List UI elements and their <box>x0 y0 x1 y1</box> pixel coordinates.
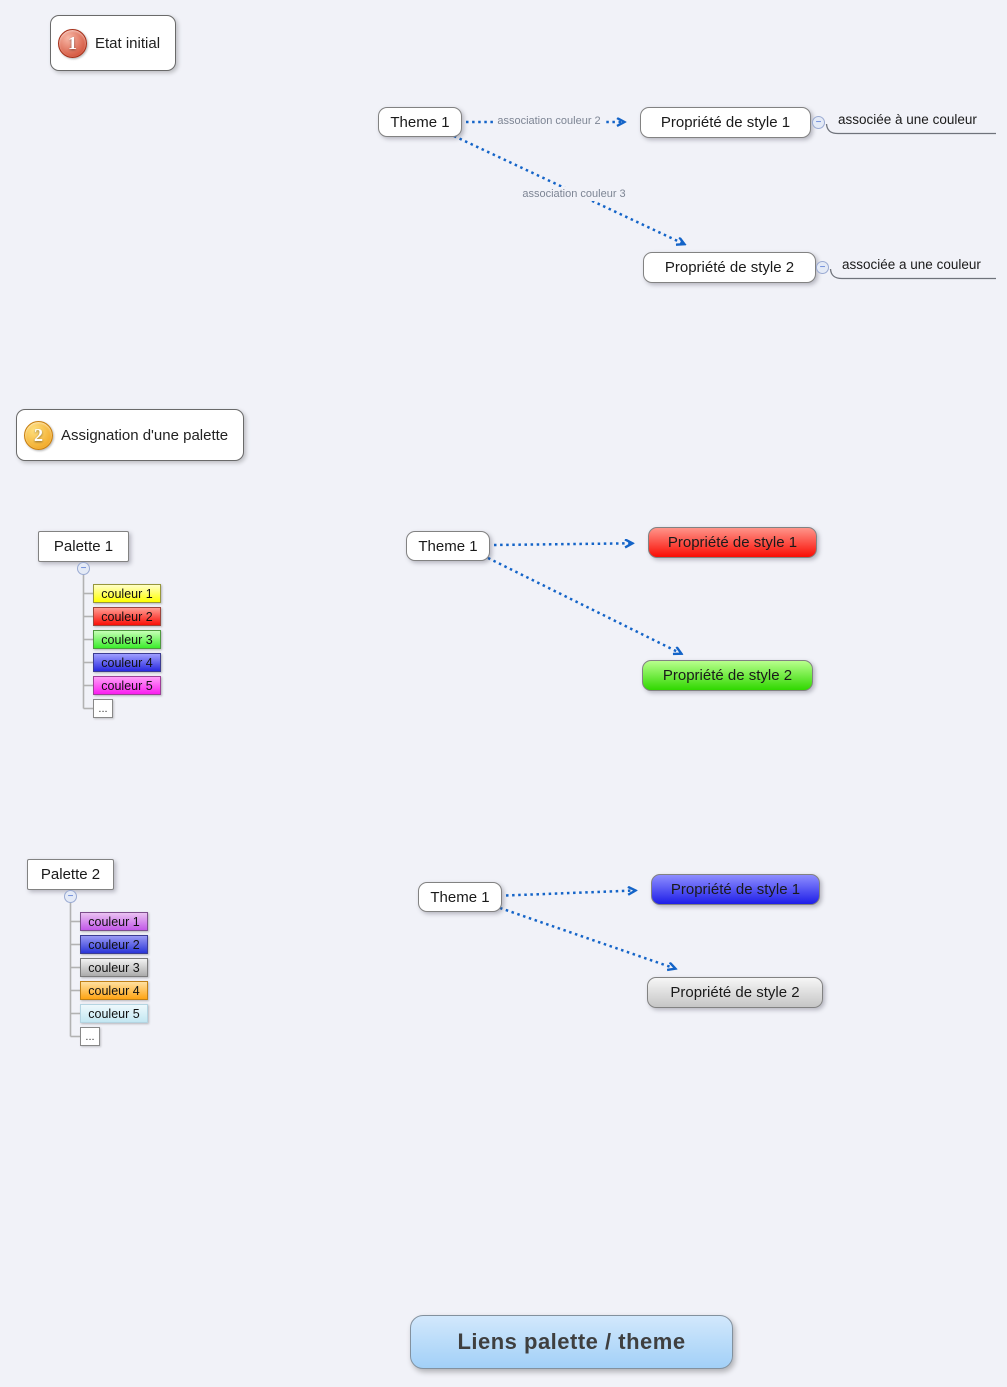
style-property-node[interactable]: Propriété de style 1 <box>651 874 820 905</box>
fold-toggle[interactable]: − <box>64 890 77 903</box>
fold-toggle[interactable]: − <box>77 562 90 575</box>
palette-node[interactable]: Palette 2 <box>27 859 114 890</box>
palette-color-node[interactable]: couleur 3 <box>93 630 161 649</box>
style-property-node[interactable]: Propriété de style 2 <box>642 660 813 691</box>
minus-icon: − <box>67 890 74 902</box>
fold-toggle[interactable]: − <box>812 116 825 129</box>
association-label: association couleur 2 <box>494 114 604 128</box>
minus-icon: − <box>815 116 822 128</box>
step-2-label: Assignation d'une palette <box>61 426 229 444</box>
style-property-node[interactable]: Propriété de style 2 <box>647 977 823 1008</box>
palette-color-node[interactable]: couleur 3 <box>80 958 148 977</box>
palette-color-node[interactable]: couleur 2 <box>93 607 161 626</box>
palette-color-node[interactable]: couleur 4 <box>93 653 161 672</box>
palette-node[interactable]: Palette 1 <box>38 531 129 562</box>
legend-step-2[interactable]: 2 Assignation d'une palette <box>16 409 245 461</box>
palette-more-node[interactable]: ... <box>80 1027 100 1046</box>
theme-node[interactable]: Theme 1 <box>418 882 502 912</box>
palette-color-node[interactable]: couleur 2 <box>80 935 148 954</box>
fold-toggle[interactable]: − <box>816 261 829 274</box>
palette-color-node[interactable]: couleur 1 <box>80 912 148 931</box>
map-root-title[interactable]: Liens palette / theme <box>410 1315 733 1369</box>
palette-color-node[interactable]: couleur 5 <box>93 676 161 695</box>
palette-color-node[interactable]: couleur 5 <box>80 1004 148 1023</box>
style-property-node[interactable]: Propriété de style 1 <box>648 527 817 558</box>
style-property-node[interactable]: Propriété de style 2 <box>643 252 816 283</box>
step-2-number-icon: 2 <box>24 420 53 450</box>
minus-icon: − <box>80 562 87 574</box>
link-theme-prop1 <box>505 891 635 897</box>
palette-color-node[interactable]: couleur 4 <box>80 981 148 1000</box>
link-theme-prop2 <box>499 906 675 969</box>
association-label: association couleur 3 <box>519 187 629 201</box>
palette-color-node[interactable]: couleur 1 <box>93 584 161 603</box>
palette-more-node[interactable]: ... <box>93 699 113 718</box>
legend-step-1[interactable]: 1 Etat initial <box>50 15 177 71</box>
theme-node[interactable]: Theme 1 <box>406 531 490 561</box>
link-theme-prop1 <box>493 543 632 545</box>
color-association-node[interactable]: associée a une couleur <box>842 257 981 272</box>
minus-icon: − <box>819 261 826 273</box>
style-property-node[interactable]: Propriété de style 1 <box>640 107 811 138</box>
step-1-label: Etat initial <box>95 34 161 52</box>
color-association-node[interactable]: associée à une couleur <box>838 112 977 127</box>
theme-node[interactable]: Theme 1 <box>378 107 462 137</box>
link-theme-prop2 <box>487 556 681 654</box>
step-1-number-icon: 1 <box>58 28 87 58</box>
